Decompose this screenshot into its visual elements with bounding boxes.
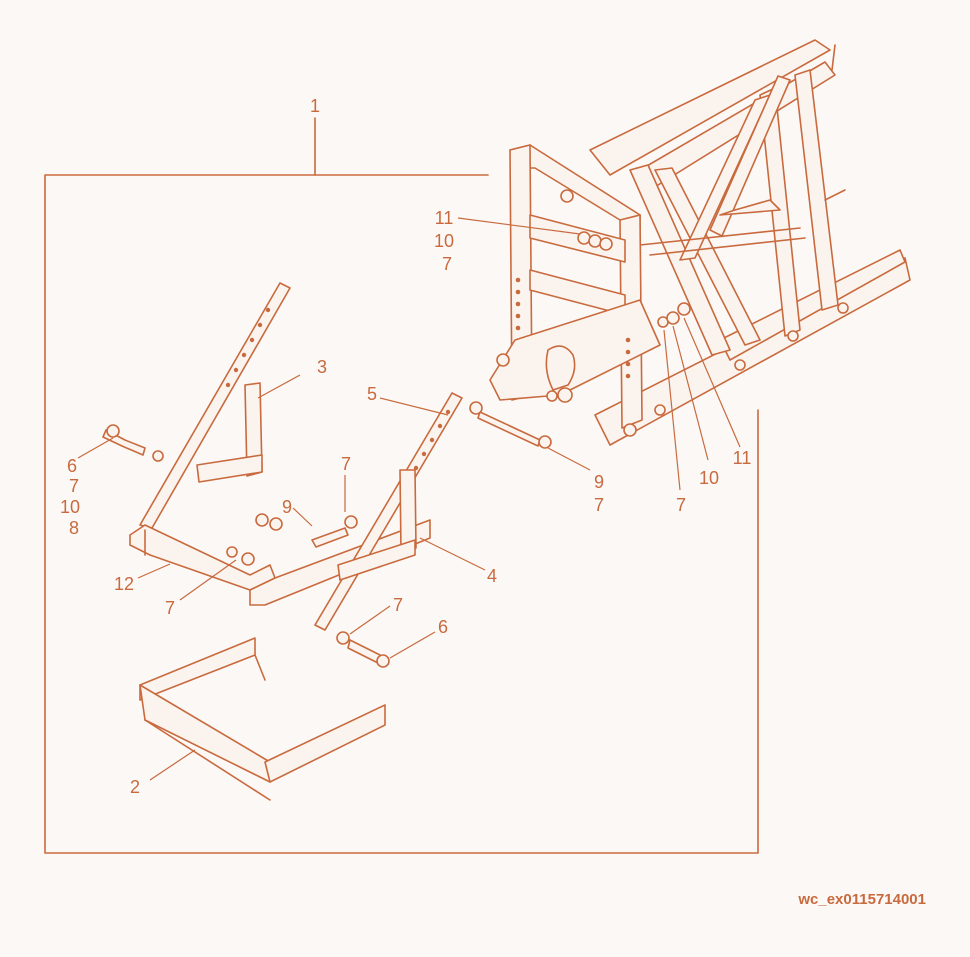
callout-6-lower: 6	[438, 617, 448, 637]
assembly-boundary	[44, 117, 759, 854]
callout-10-rear: 10	[699, 468, 719, 488]
callout-11-rear: 11	[733, 448, 752, 468]
callout-10-left: 10	[60, 497, 80, 517]
callout-5: 5	[367, 384, 377, 404]
callout-7-rear: 7	[676, 495, 686, 515]
callout-7-top: 7	[442, 254, 452, 274]
callout-7-center: 7	[341, 454, 351, 474]
callout-7-left: 7	[69, 476, 79, 496]
callout-3: 3	[317, 357, 327, 377]
callout-7-right: 7	[594, 495, 604, 515]
figure-code: wc_ex0115714001	[797, 891, 926, 908]
center-arm	[311, 392, 552, 668]
hitch-frame	[489, 144, 849, 437]
callout-12: 12	[114, 574, 134, 594]
callout-10-top: 10	[434, 231, 454, 251]
rear-frame	[589, 39, 911, 446]
left-stand	[102, 282, 431, 606]
callout-7-lower-left: 7	[165, 598, 175, 618]
callout-1: 1	[310, 96, 320, 116]
callout-8: 8	[69, 518, 79, 538]
callout-4: 4	[487, 566, 497, 586]
callout-11-top: 11	[435, 208, 454, 228]
callout-6-left: 6	[67, 456, 77, 476]
callout-7-lower: 7	[393, 595, 403, 615]
callout-9-right: 9	[594, 472, 604, 492]
callouts: 1 11 10 7 3 5 6 7 10 8 7 9 9 7 7 10 11 1…	[60, 96, 751, 797]
leader-lines	[77, 217, 741, 781]
platform-bracket	[139, 637, 386, 801]
frame-holes	[515, 277, 631, 379]
callout-2: 2	[130, 777, 140, 797]
callout-9-left: 9	[282, 497, 292, 517]
